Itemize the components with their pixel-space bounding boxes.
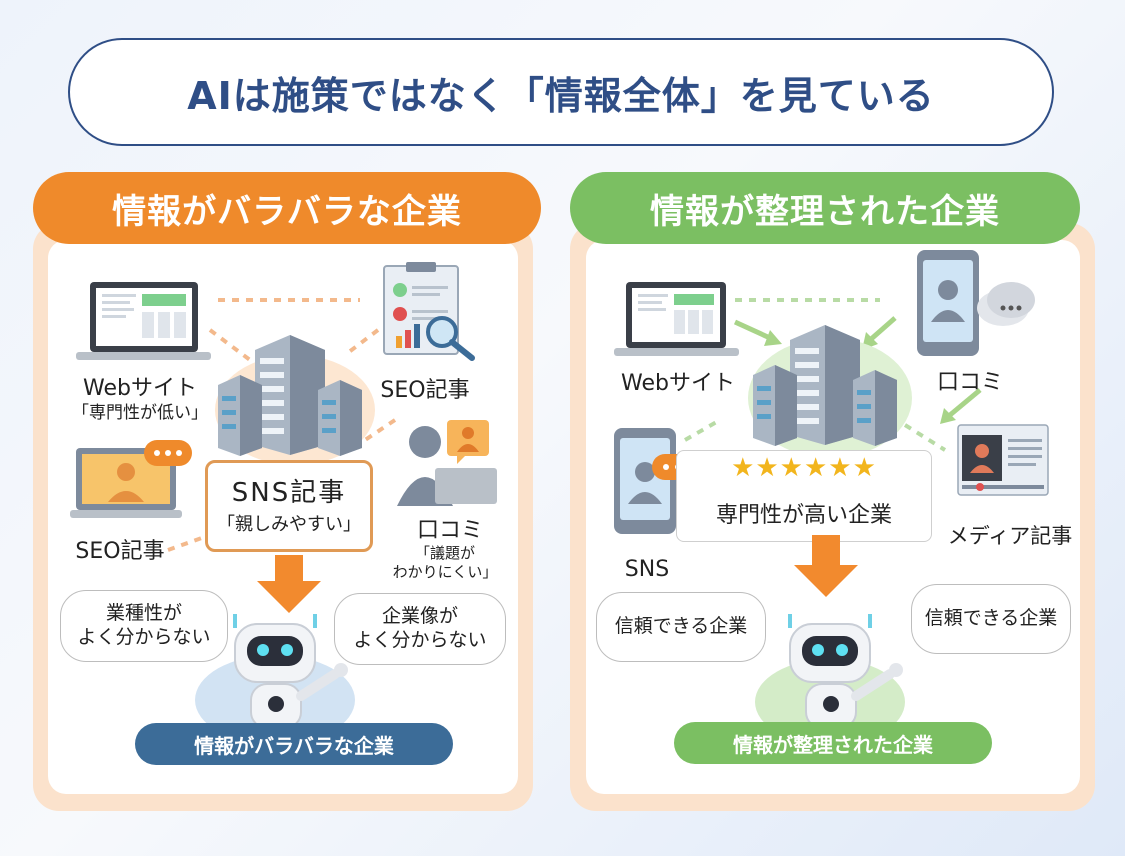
laptop-icon <box>614 280 739 358</box>
laptop-icon <box>70 440 210 530</box>
robot-icon <box>748 610 923 745</box>
left-review-label: 口コミ <box>416 518 483 543</box>
smartphone-icon <box>915 250 1045 360</box>
arrow-down-icon <box>792 535 860 597</box>
left-bubble-1-line1: 業種性が <box>105 602 182 625</box>
left-seo-bottom-label: SEO記事 <box>75 539 165 564</box>
robot-icon <box>195 610 370 745</box>
right-rating-card <box>676 450 932 542</box>
left-bubble-1-line2: よく分からない <box>77 626 211 648</box>
right-card-text: 専門性が高い企業 <box>715 503 892 528</box>
building-icon <box>200 330 380 465</box>
right-sns-label: SNS <box>624 557 670 582</box>
left-web-sub: 「専門性が低い」 <box>72 403 208 423</box>
left-bottom-label: 情報がバラバラな企業 <box>135 723 453 765</box>
right-bubble-2: 信頼できる企業 <box>911 584 1071 654</box>
left-web-label: Webサイト <box>83 376 197 401</box>
right-bottom-label: 情報が整理された企業 <box>674 722 992 764</box>
building-icon <box>735 320 915 458</box>
left-bubble-2-line2: よく分からない <box>353 629 487 651</box>
right-media-label: メディア記事 <box>947 524 1073 548</box>
laptop-icon <box>76 280 211 362</box>
right-header: 情報が整理された企業 <box>570 172 1080 244</box>
left-review-sub-1: 「議題が <box>414 544 475 562</box>
page-title: AIは施策ではなく「情報全体」を見ている <box>68 38 1054 146</box>
left-seo-top-label: SEO記事 <box>380 378 470 403</box>
arrow-down-icon <box>255 555 323 613</box>
left-sns-title: SNS記事 <box>231 478 347 508</box>
video-article-icon <box>957 424 1049 497</box>
person-icon <box>395 418 505 508</box>
left-sns-box <box>205 460 373 552</box>
left-review-sub-2: わかりにくい」 <box>392 563 498 581</box>
left-header: 情報がバラバラな企業 <box>33 172 541 244</box>
right-review-label: 口コミ <box>936 370 1003 395</box>
right-stars: ★★★★★★ <box>731 453 877 483</box>
right-bubble-1: 信頼できる企業 <box>596 592 766 662</box>
left-bubble-2-line1: 企業像が <box>381 605 458 628</box>
document-chart-icon <box>380 262 480 362</box>
left-bubble-2: 企業像が よく分からない <box>334 593 506 665</box>
left-bubble-1: 業種性が よく分からない <box>60 590 228 662</box>
right-web-label: Webサイト <box>621 371 735 396</box>
left-sns-sub: 「親しみやすい」 <box>217 514 361 535</box>
